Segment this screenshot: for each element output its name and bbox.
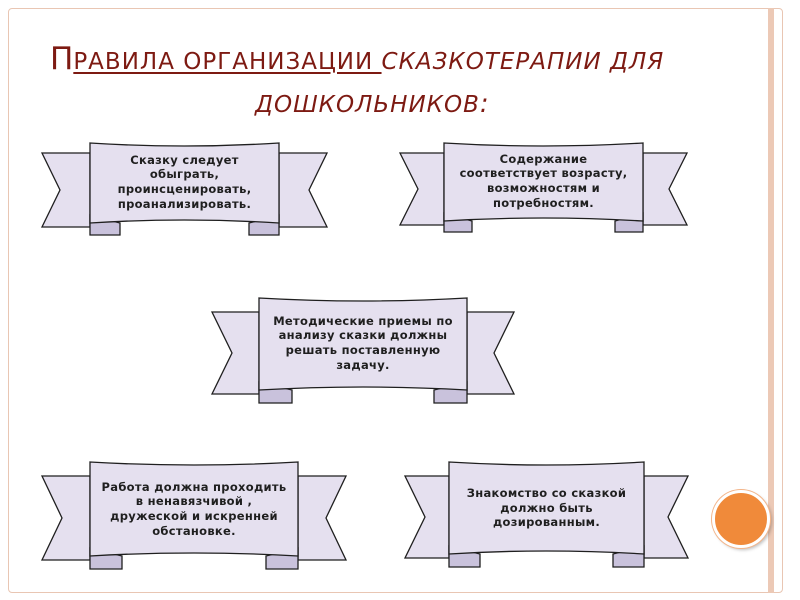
title-initial-letter: П — [50, 41, 73, 77]
ribbon-banner-1-text: Сказку следует обыграть, проинсценироват… — [97, 147, 272, 217]
slide-right-bar — [768, 8, 774, 593]
title-line-1: ПРАВИЛА ОРГАНИЗАЦИИ СКАЗКОТЕРАПИИ ДЛЯ — [50, 42, 710, 76]
ribbon-banner-2: Содержание соответствует возрасту, возмо… — [400, 143, 687, 235]
title-line-2: ДОШКОЛЬНИКОВ: — [255, 90, 710, 119]
ribbon-banner-3: Методические приемы по анализу сказки до… — [212, 298, 514, 406]
ribbon-banner-5: Знакомство со сказкой должно быть дозиро… — [405, 462, 688, 570]
ribbon-banner-2-text: Содержание соответствует возрасту, возмо… — [450, 147, 637, 215]
title-underlined-part: РАВИЛА ОРГАНИЗАЦИИ — [73, 49, 381, 75]
title-second-line-text: ДОШКОЛЬНИКОВ — [255, 92, 480, 118]
ribbon-banner-4: Работа должна проходить в ненавязчивой ,… — [42, 462, 346, 572]
title-italic-part: СКАЗКОТЕРАПИИ ДЛЯ — [382, 49, 665, 75]
slide-title: ПРАВИЛА ОРГАНИЗАЦИИ СКАЗКОТЕРАПИИ ДЛЯ ДО… — [50, 42, 710, 119]
ribbon-banner-1: Сказку следует обыграть, проинсценироват… — [42, 143, 327, 238]
ribbon-banner-4-text: Работа должна проходить в ненавязчивой ,… — [96, 466, 292, 552]
title-colon: : — [480, 89, 489, 119]
ribbon-banner-3-text: Методические приемы по анализу сказки до… — [267, 304, 459, 382]
ribbon-banner-5-text: Знакомство со сказкой должно быть дозиро… — [455, 468, 638, 548]
orange-circle-decoration — [712, 490, 770, 548]
